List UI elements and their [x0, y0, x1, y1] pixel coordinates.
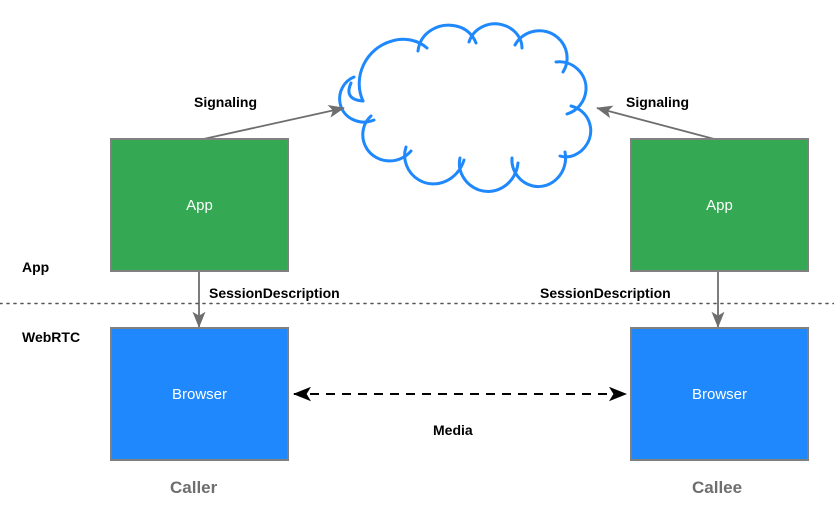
callee-app-label: App — [706, 196, 733, 214]
signaling-arrow-right — [596, 105, 719, 141]
media-label: Media — [433, 422, 473, 438]
signaling-label-left: Signaling — [194, 94, 257, 110]
signaling-label-right: Signaling — [626, 94, 689, 110]
actor-label-callee: Callee — [692, 478, 743, 497]
callee-app-box[interactable]: App — [630, 138, 809, 272]
caller-app-box[interactable]: App — [110, 138, 289, 272]
callee-browser-box[interactable]: Browser — [630, 327, 809, 461]
layer-label-webrtc: WebRTC — [22, 329, 81, 345]
callee-browser-label: Browser — [691, 385, 747, 403]
cloud-icon — [338, 22, 593, 193]
signaling-arrow-left — [198, 104, 345, 141]
actor-label-caller: Caller — [170, 478, 218, 497]
caller-app-label: App — [186, 196, 213, 214]
layer-label-app: App — [22, 259, 50, 275]
caller-browser-box[interactable]: Browser — [110, 327, 289, 461]
caller-browser-label: Browser — [171, 385, 227, 403]
session-description-label-left: SessionDescription — [209, 285, 340, 301]
session-description-label-right: SessionDescription — [540, 285, 671, 301]
